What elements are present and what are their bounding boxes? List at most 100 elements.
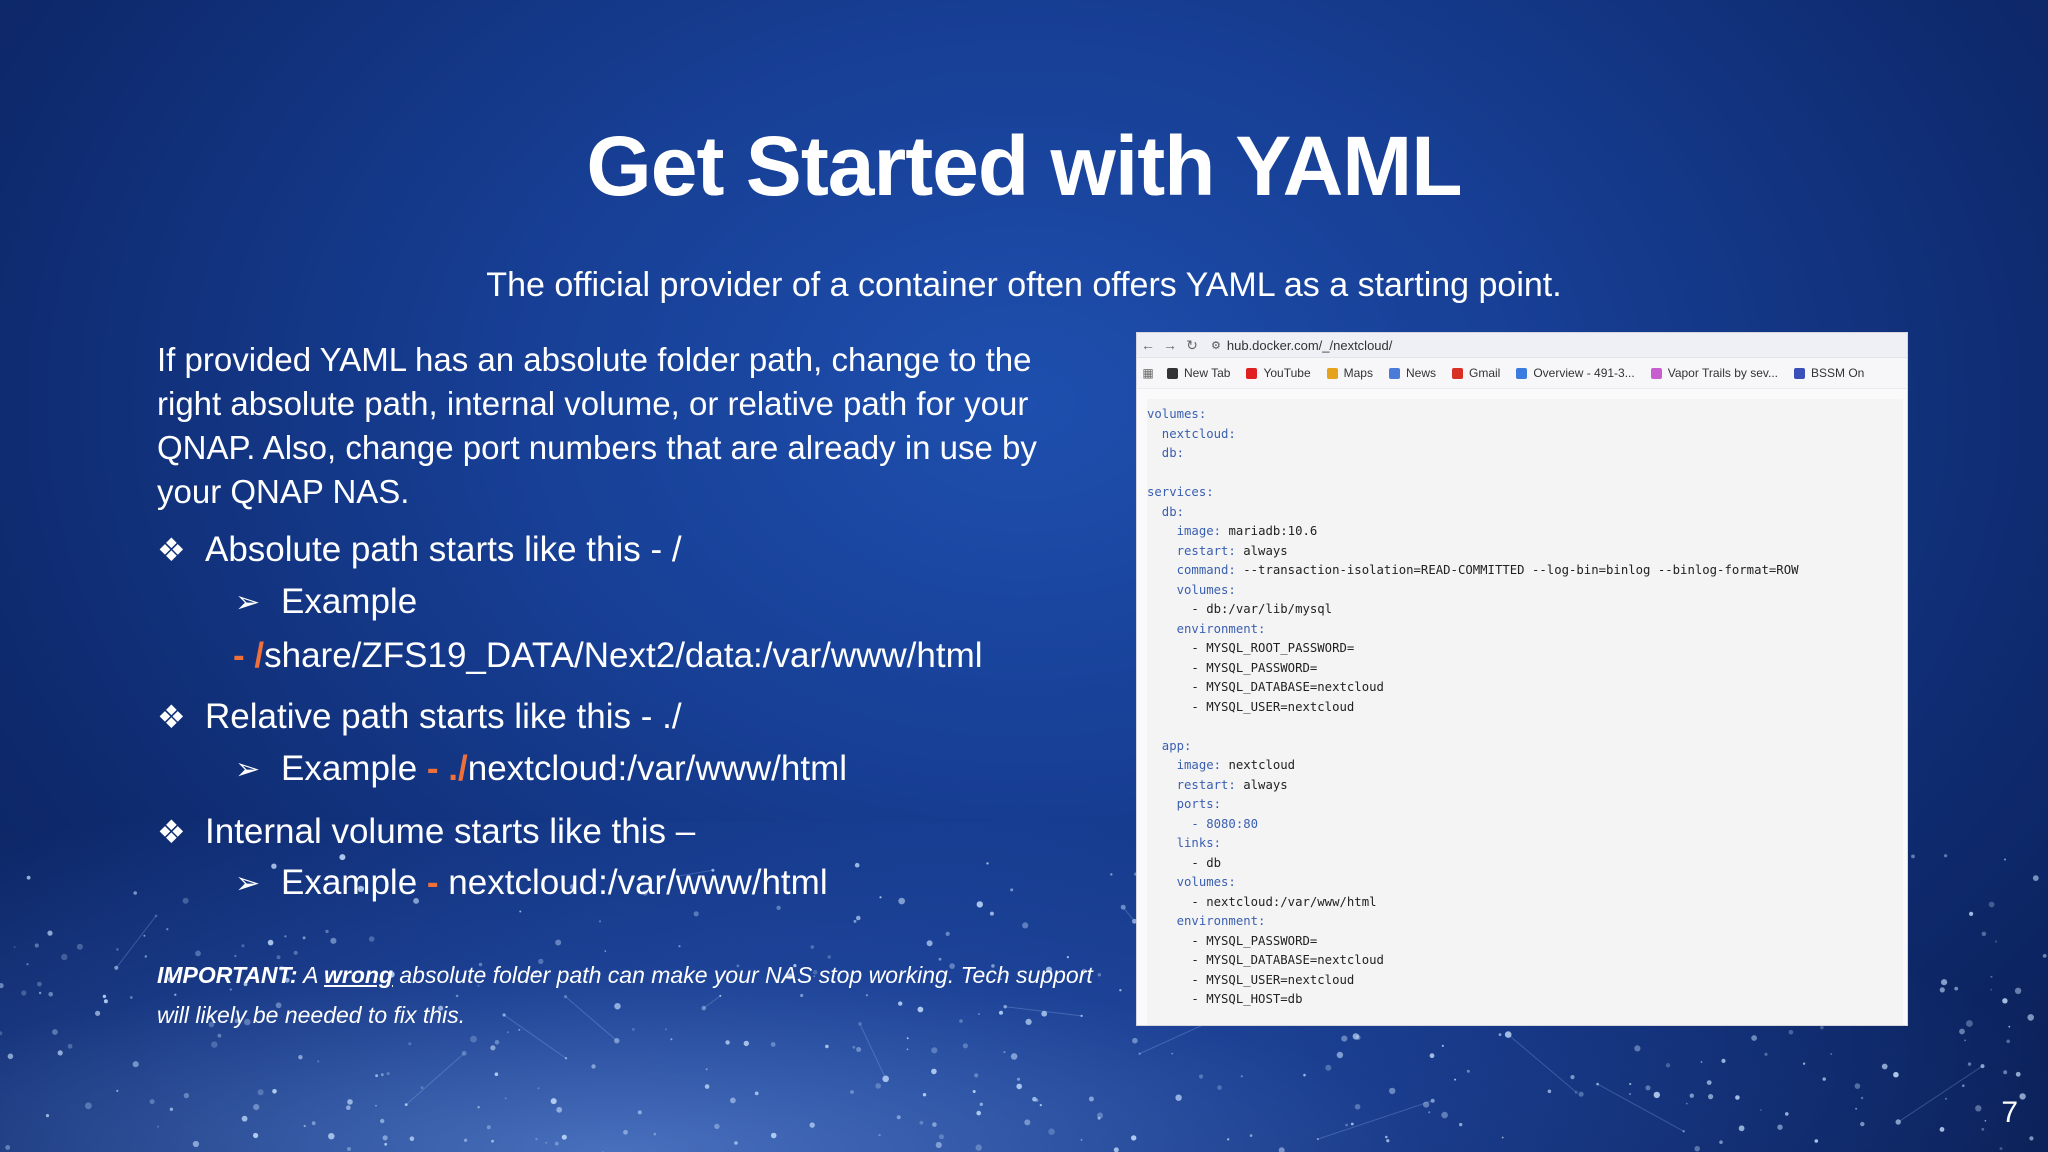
bookmark-item[interactable]: New Tab: [1167, 366, 1230, 380]
network-dot: [1336, 1051, 1344, 1059]
network-dot: [898, 897, 905, 905]
network-dot: [339, 854, 346, 861]
network-dot: [114, 965, 119, 970]
network-dot: [234, 1018, 239, 1024]
network-dot: [1990, 975, 1993, 978]
network-dot: [858, 1022, 862, 1026]
network-dot: [614, 1003, 621, 1010]
forward-icon[interactable]: →: [1163, 337, 1177, 353]
network-dot: [2019, 1093, 2026, 1100]
network-dot: [1665, 1063, 1671, 1068]
network-dot: [284, 935, 287, 938]
network-dot: [211, 1041, 218, 1048]
site-settings-icon[interactable]: ⚙: [1211, 339, 1221, 352]
network-dot: [45, 1114, 50, 1118]
code-value: always: [1235, 543, 1288, 558]
apps-grid-icon[interactable]: ▦: [1142, 366, 1154, 380]
bookmarks-bar: ▦ New Tab YouTube Maps News Gmail Overview - …: [1137, 358, 1907, 389]
network-dot: [26, 963, 29, 966]
network-dot: [347, 1147, 351, 1151]
network-dot: [1132, 918, 1137, 924]
network-dot: [279, 965, 285, 971]
back-icon[interactable]: ←: [1141, 337, 1155, 353]
google-ads-icon: [1516, 367, 1528, 379]
bookmark-item[interactable]: BSSM On: [1793, 366, 1865, 380]
network-dot: [76, 943, 83, 950]
bookmark-label: BSSM On: [1810, 366, 1865, 380]
network-dot: [404, 1103, 408, 1106]
code-value: always: [1235, 777, 1288, 792]
code-key: image:: [1147, 758, 1222, 772]
network-dot: [1278, 1147, 1285, 1152]
network-dot: [276, 955, 281, 960]
network-dot: [906, 1037, 909, 1040]
network-dot: [1501, 1136, 1504, 1139]
network-dot: [1682, 1130, 1685, 1133]
code-value: - MYSQL_PASSWORD=: [1147, 933, 1318, 948]
network-dot: [1854, 1083, 1861, 1089]
network-line: [1317, 1100, 1433, 1140]
network-dot: [1981, 1127, 1985, 1131]
network-dot: [1035, 1098, 1039, 1102]
code-key: services:: [1147, 485, 1214, 499]
network-dot: [978, 1013, 980, 1015]
network-dot: [183, 1092, 190, 1099]
network-dot: [1454, 1078, 1457, 1081]
network-dot: [293, 950, 298, 955]
bookmark-item[interactable]: Overview - 491-3...: [1516, 366, 1635, 380]
path-prefix: - /: [233, 636, 265, 675]
arrow-bullet-icon: ➢: [235, 866, 261, 900]
network-dot: [800, 993, 804, 998]
network-dot: [409, 1136, 415, 1141]
sub-bullet-example: ➢ Example - nextcloud:/var/www/html: [235, 863, 828, 903]
network-dot: [7, 1053, 14, 1060]
bookmark-item[interactable]: YouTube: [1246, 366, 1311, 380]
network-dot: [357, 885, 365, 893]
network-dot: [854, 862, 860, 868]
network-dot: [519, 910, 522, 913]
code-line: - 8080:80: [1147, 815, 1903, 835]
network-dot: [506, 1031, 509, 1034]
network-dot: [272, 1089, 277, 1094]
url-field[interactable]: ⚙ hub.docker.com/_/nextcloud/: [1211, 338, 1392, 353]
bookmark-label: Maps: [1343, 366, 1373, 380]
reload-icon[interactable]: ↻: [1186, 336, 1198, 353]
code-line: restart: always: [1147, 542, 1903, 562]
bookmark-item[interactable]: Vapor Trails by sev...: [1650, 366, 1778, 380]
network-dot: [1017, 1077, 1020, 1081]
sub-bullet-example: ➢ Example: [235, 582, 417, 622]
network-dot: [375, 1104, 377, 1107]
network-dot: [478, 962, 483, 967]
network-dot: [143, 934, 146, 937]
network-dot: [725, 1040, 730, 1045]
code-line: db:: [1147, 444, 1903, 464]
network-dot: [346, 1105, 351, 1110]
network-dot: [1010, 888, 1014, 892]
network-dot: [1429, 1053, 1435, 1059]
network-dot: [976, 1110, 981, 1116]
network-dot: [95, 1010, 101, 1016]
bookmark-item[interactable]: News: [1388, 366, 1436, 380]
important-label: IMPORTANT:: [157, 962, 298, 988]
network-dot: [461, 1050, 467, 1056]
network-dot: [827, 955, 831, 959]
network-dot: [810, 945, 815, 949]
network-line: [859, 1023, 887, 1080]
network-line: [1122, 906, 1135, 922]
bookmark-item[interactable]: Maps: [1326, 366, 1373, 380]
network-dot: [1003, 1005, 1007, 1009]
bookmark-item[interactable]: Gmail: [1452, 366, 1500, 380]
network-dot: [1024, 1119, 1031, 1126]
network-dot: [167, 976, 174, 983]
youtube-icon: [1246, 367, 1258, 379]
network-dot: [1735, 1095, 1740, 1100]
example-label: Example: [281, 863, 418, 902]
slide-subtitle: The official provider of a container oft…: [486, 266, 1562, 304]
network-dot: [704, 1084, 710, 1089]
network-dot: [1788, 1029, 1794, 1035]
network-dot: [1685, 1102, 1688, 1105]
code-line: - MYSQL_DATABASE=nextcloud: [1147, 678, 1903, 698]
network-dot: [962, 1043, 969, 1049]
code-value: - nextcloud:/var/www/html: [1147, 894, 1377, 909]
